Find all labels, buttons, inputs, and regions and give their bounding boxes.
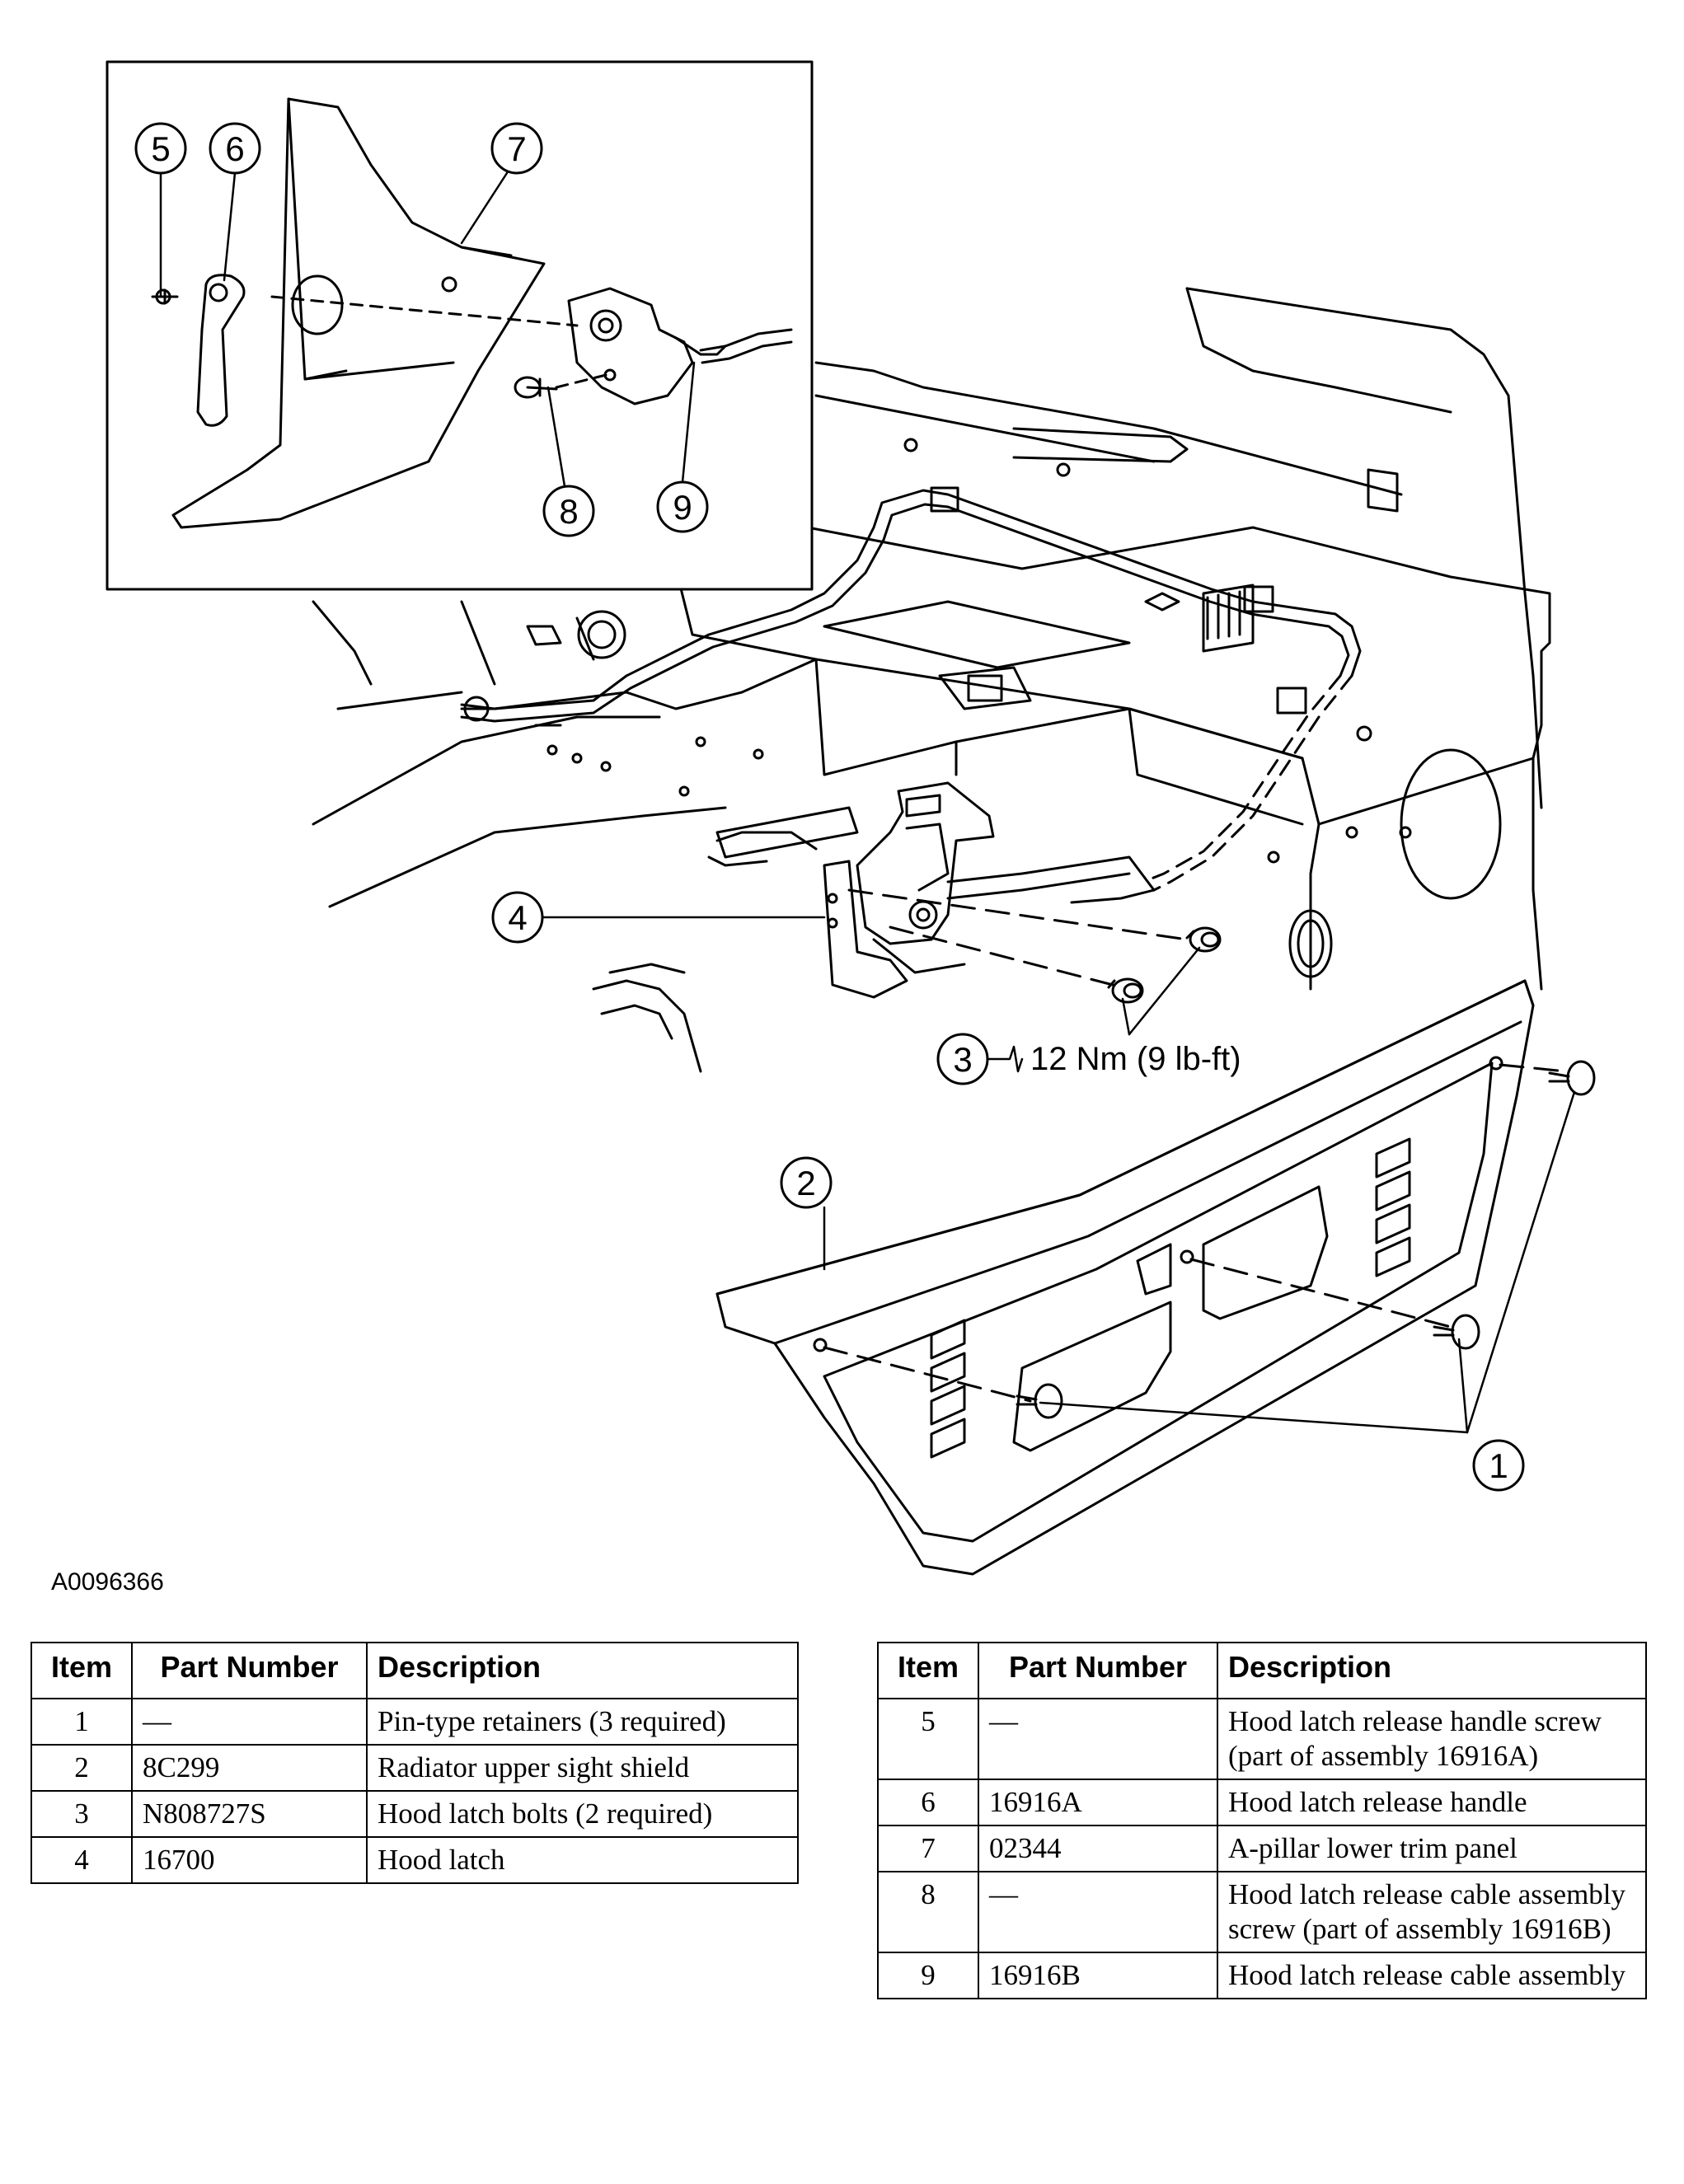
part-number-cell: —: [131, 1698, 368, 1746]
callout-2: 2: [780, 1156, 833, 1209]
table-header-row: Item Part Number Description: [877, 1642, 1647, 1699]
callout-6: 6: [209, 122, 261, 175]
item-cell: 1: [30, 1698, 133, 1746]
item-cell: 9: [877, 1952, 979, 1999]
header-part-number: Part Number: [978, 1642, 1218, 1699]
header-item: Item: [877, 1642, 979, 1699]
radiator-upper-sight-shield: [715, 979, 1568, 1576]
item-cell: 2: [30, 1744, 133, 1792]
callout-8: 8: [542, 485, 595, 537]
table-row: 6 16916A Hood latch release handle: [877, 1779, 1647, 1826]
part-number-cell: —: [978, 1871, 1218, 1953]
svg-text:6: 6: [225, 129, 244, 168]
part-number-cell: 8C299: [131, 1744, 368, 1792]
leader-lines: [159, 171, 1576, 1434]
part-number-cell: N808727S: [131, 1790, 368, 1838]
callout-7: 7: [490, 122, 543, 175]
callout-3: 3: [936, 1033, 989, 1085]
callout-1: 1: [1472, 1439, 1525, 1492]
part-number-cell: 16700: [131, 1836, 368, 1884]
table-row: 5 — Hood latch release handle screw (par…: [877, 1698, 1647, 1780]
table-row: 3 N808727S Hood latch bolts (2 required): [30, 1790, 799, 1838]
table-row: 4 16700 Hood latch: [30, 1836, 799, 1884]
table-row: 7 02344 A-pillar lower trim panel: [877, 1825, 1647, 1872]
table-row: 8 — Hood latch release cable assembly sc…: [877, 1871, 1647, 1953]
vehicle-front-structure: [312, 287, 1551, 1073]
description-cell: Radiator upper sight shield: [366, 1744, 799, 1792]
figure-id-label: A0096366: [51, 1568, 164, 1596]
callout-5: 5: [134, 122, 187, 175]
svg-text:3: 3: [953, 1040, 972, 1079]
svg-text:9: 9: [673, 488, 692, 527]
release-cable-path: [460, 486, 1362, 904]
item-cell: 5: [877, 1698, 979, 1780]
item-cell: 3: [30, 1790, 133, 1838]
svg-text:7: 7: [507, 129, 526, 168]
header-description: Description: [1217, 1642, 1647, 1699]
exploded-view-diagram: 5 6 7 8 9 4 3 12 Nm (9 lb-ft) 2 1: [106, 60, 1596, 1576]
description-cell: Hood latch release cable assembly: [1217, 1952, 1647, 1999]
part-number-cell: —: [978, 1698, 1218, 1780]
callout-4: 4: [491, 891, 544, 944]
item-cell: 4: [30, 1836, 133, 1884]
parts-table-right: Item Part Number Description 5 — Hood la…: [877, 1642, 1647, 1999]
description-cell: A-pillar lower trim panel: [1217, 1825, 1647, 1872]
header-description: Description: [366, 1642, 799, 1699]
hood-latch: [823, 781, 1189, 999]
table-header-row: Item Part Number Description: [30, 1642, 799, 1699]
callout-9: 9: [656, 480, 709, 533]
description-cell: Hood latch release cable assembly screw …: [1217, 1871, 1647, 1953]
svg-text:4: 4: [508, 898, 527, 937]
description-cell: Hood latch bolts (2 required): [366, 1790, 799, 1838]
svg-text:5: 5: [151, 129, 170, 168]
table-row: 9 16916B Hood latch release cable assemb…: [877, 1952, 1647, 1999]
item-cell: 6: [877, 1779, 979, 1826]
header-part-number: Part Number: [131, 1642, 368, 1699]
description-cell: Hood latch: [366, 1836, 799, 1884]
description-cell: Pin-type retainers (3 required): [366, 1698, 799, 1746]
part-number-cell: 16916B: [978, 1952, 1218, 1999]
svg-text:8: 8: [559, 492, 578, 531]
part-number-cell: 16916A: [978, 1779, 1218, 1826]
torque-spec-label: 12 Nm (9 lb-ft): [1030, 1041, 1241, 1077]
description-cell: Hood latch release handle: [1217, 1779, 1647, 1826]
item-cell: 8: [877, 1871, 979, 1953]
table-row: 2 8C299 Radiator upper sight shield: [30, 1744, 799, 1792]
svg-text:2: 2: [796, 1164, 815, 1202]
table-row: 1 — Pin-type retainers (3 required): [30, 1698, 799, 1746]
parts-table-left: Item Part Number Description 1 — Pin-typ…: [30, 1642, 799, 1884]
part-number-cell: 02344: [978, 1825, 1218, 1872]
description-cell: Hood latch release handle screw (part of…: [1217, 1698, 1647, 1780]
hood-latch-bolts: [1107, 926, 1222, 1004]
header-item: Item: [30, 1642, 133, 1699]
item-cell: 7: [877, 1825, 979, 1872]
svg-text:1: 1: [1489, 1446, 1508, 1485]
